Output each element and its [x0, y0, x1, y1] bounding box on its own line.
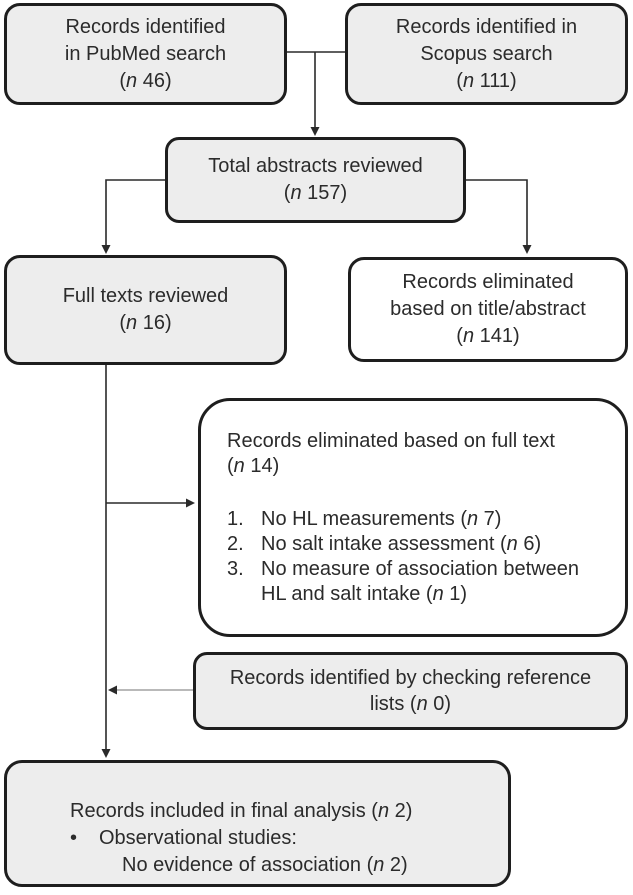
list-item-text: No HL measurements (n 7) [261, 508, 502, 530]
list-item-number: 1. [227, 508, 244, 530]
list-item-text: No salt intake assessment (n 6) [261, 533, 542, 555]
connector-total-to-title-abstract [466, 179, 528, 246]
box-line: Records identified [65, 15, 226, 38]
box-line: Full texts reviewed [62, 285, 229, 307]
list-item: 3. No measure of association between HL … [227, 557, 607, 607]
arrowhead-into-title-abstract [522, 245, 532, 254]
arrowhead-into-final [101, 749, 111, 758]
list-item-number: 2. [227, 533, 244, 555]
list-item-number: 3. [227, 558, 244, 580]
arrowhead-into-total [310, 127, 320, 136]
box-line: Total abstracts reviewed [208, 155, 423, 177]
box-line: (n 46) [119, 69, 172, 92]
box-line: (n 111) [456, 69, 517, 92]
connector-total-to-full-texts [105, 179, 165, 246]
arrowhead-into-full-texts [101, 245, 111, 254]
box-reference-lists: Records identified by checking reference… [193, 652, 628, 730]
box-line: in PubMed search [64, 42, 227, 65]
list-item: 1. No HL measurements (n 7) [227, 507, 607, 532]
box-line: based on title/abstract [390, 298, 586, 320]
box-eliminated-title-abstract: Records eliminated based on title/abstra… [348, 257, 628, 362]
box-line: Records included in final analysis (n 2) [70, 800, 413, 822]
box-line: (n 16) [119, 312, 172, 334]
box-records-pubmed: Records identified in PubMed search (n 4… [4, 3, 287, 105]
box-full-texts-reviewed: Full texts reviewed (n 16) [4, 255, 287, 365]
list-item-text: No measure of association between HL and… [261, 558, 579, 605]
box-records-scopus: Records identified in Scopus search (n 1… [345, 3, 628, 105]
exclusion-reason-list: 1. No HL measurements (n 7) 2. No salt i… [227, 507, 607, 607]
box-line: Observational studies: [99, 827, 297, 849]
box-line: lists (n 0) [369, 693, 452, 715]
box-line: Records identified by checking reference [229, 667, 592, 689]
box-line: Records identified in [395, 15, 578, 38]
box-line: (n 157) [283, 182, 348, 204]
box-line: (n 141) [456, 325, 520, 347]
box-line: (n 14) [227, 455, 280, 477]
box-eliminated-full-text: Records eliminated based on full text (n… [198, 398, 628, 637]
box-line: Records eliminated [402, 271, 574, 293]
arrowhead-reference-left [108, 685, 117, 695]
box-line: Scopus search [420, 42, 553, 65]
box-line: No evidence of association (n 2) [122, 854, 408, 876]
box-included-final-analysis: Records included in final analysis (n 2)… [4, 760, 511, 887]
box-total-abstracts: Total abstracts reviewed (n 157) [165, 137, 466, 223]
bullet-icon: • [70, 827, 78, 849]
list-item: 2. No salt intake assessment (n 6) [227, 532, 607, 557]
bullet-row: • Observational studies: [70, 825, 498, 852]
box-line: Records eliminated based on full text [227, 430, 555, 452]
arrowhead-into-full-text-eliminated [186, 498, 195, 508]
